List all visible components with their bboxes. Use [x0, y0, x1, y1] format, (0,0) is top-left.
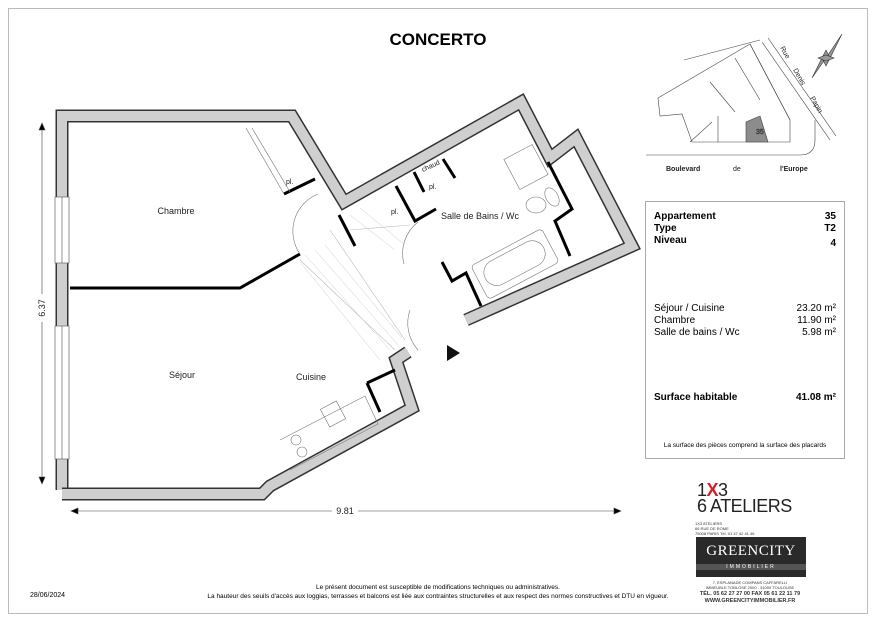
- area-row: Chambre 11.90 m²: [654, 315, 836, 326]
- level-label: Niveau: [654, 235, 687, 246]
- address-line: 75008 PARIS Tél. 01 47 42 41 46: [695, 531, 755, 536]
- address-line: 66 RUE DE ROME: [695, 526, 729, 531]
- logo-text: 3: [718, 480, 728, 500]
- type-label: Type: [654, 223, 677, 234]
- dimension-label-mask: [36, 294, 48, 322]
- street-label: Denis: [791, 68, 806, 87]
- street-label: l'Europe: [780, 166, 808, 173]
- document-date: 28/06/2024: [30, 592, 66, 599]
- footer-line: La hauteur des seuils d'accès aux loggia…: [207, 593, 669, 600]
- site-plan: 35: [646, 37, 837, 156]
- total-area-label: Surface habitable: [654, 392, 738, 403]
- area-row: Séjour / Cuisine 23.20 m²: [654, 303, 836, 314]
- closet-label: pl.: [286, 179, 293, 186]
- footer-line: Le présent document est susceptible de m…: [316, 584, 560, 591]
- developer-subtitle: IMMOBILIER: [696, 564, 806, 570]
- apartment-info-panel: Appartement 35 Type T2 Niveau 4 Séjour / Cu…: [645, 201, 845, 459]
- page-frame: [8, 8, 868, 614]
- address-line: 7, ESPLANADE COMPANS CAFFARELLI: [712, 580, 788, 585]
- address-line: IMMEUBLE TOBLOSE 2000 - 31000 TOULOUSE: [705, 585, 795, 590]
- area-row: Salle de bains / Wc 5.98 m²: [654, 327, 836, 338]
- street-label: Boulevard: [666, 166, 700, 173]
- apartment-label: Appartement: [654, 211, 716, 222]
- level-value: 4: [830, 238, 836, 249]
- fixtures: [245, 127, 560, 471]
- project-title: CONCERTO: [389, 30, 487, 49]
- compass-rose-icon: [811, 33, 843, 79]
- developer-name: GREENCITY: [706, 543, 796, 559]
- developer-logo: GREENCITY IMMOBILIER: [696, 537, 806, 577]
- developer-phone: TÉL. 05 62 27 27 00 FAX 05 61 22 11 79: [699, 591, 801, 597]
- legal-footer: Le présent document est susceptible de m…: [0, 583, 876, 601]
- area-note: La surface des pièces comprend la surfac…: [663, 442, 827, 449]
- dimension-height-label: 6.37: [37, 299, 47, 317]
- room-label-chambre: Chambre: [157, 206, 194, 216]
- entrance-arrow-icon: [447, 345, 460, 361]
- interior-walls: [70, 158, 574, 413]
- room-label-sejour: Séjour: [169, 370, 195, 380]
- area-value: 23.20 m²: [796, 303, 836, 314]
- street-label: Rue: [778, 46, 791, 61]
- area-label: Séjour / Cuisine: [654, 303, 725, 314]
- logo-text: 1: [697, 480, 707, 500]
- highlighted-apartment-lot: [745, 115, 769, 143]
- room-label-cuisine: Cuisine: [296, 372, 326, 382]
- area-label: Chambre: [654, 315, 696, 326]
- area-label: Salle de bains / Wc: [654, 327, 740, 338]
- room-label-salle-de-bains: Salle de Bains / Wc: [441, 211, 520, 221]
- logo-text: X: [706, 480, 719, 500]
- exterior-walls: [55, 93, 641, 501]
- street-label: de: [733, 166, 741, 173]
- closet-label: pl.: [429, 184, 436, 191]
- hallway-hatch: [299, 207, 406, 361]
- logo-text: 6 ATELIERS: [697, 496, 792, 516]
- type-value: T2: [824, 223, 836, 234]
- apartment-value: 35: [824, 211, 836, 222]
- dimension-width-label: 9.81: [336, 506, 354, 516]
- area-value: 11.90 m²: [797, 315, 836, 326]
- windows: [54, 196, 70, 460]
- site-plan-labels: Boulevard de l'Europe Rue Denis Papin: [666, 46, 823, 174]
- total-area-value: 41.08 m²: [795, 392, 836, 403]
- architect-logo: 1X3 6 ATELIERS: [697, 480, 792, 516]
- lot-number: 35: [756, 129, 764, 136]
- area-value: 5.98 m²: [802, 327, 836, 338]
- closet-label: pl.: [391, 209, 398, 216]
- dimension-label-mask: [332, 504, 358, 516]
- developer-website: WWW.GREENCITYIMMOBILIER.FR: [704, 598, 796, 604]
- address-line: 1X3 ATELIERS: [695, 521, 723, 526]
